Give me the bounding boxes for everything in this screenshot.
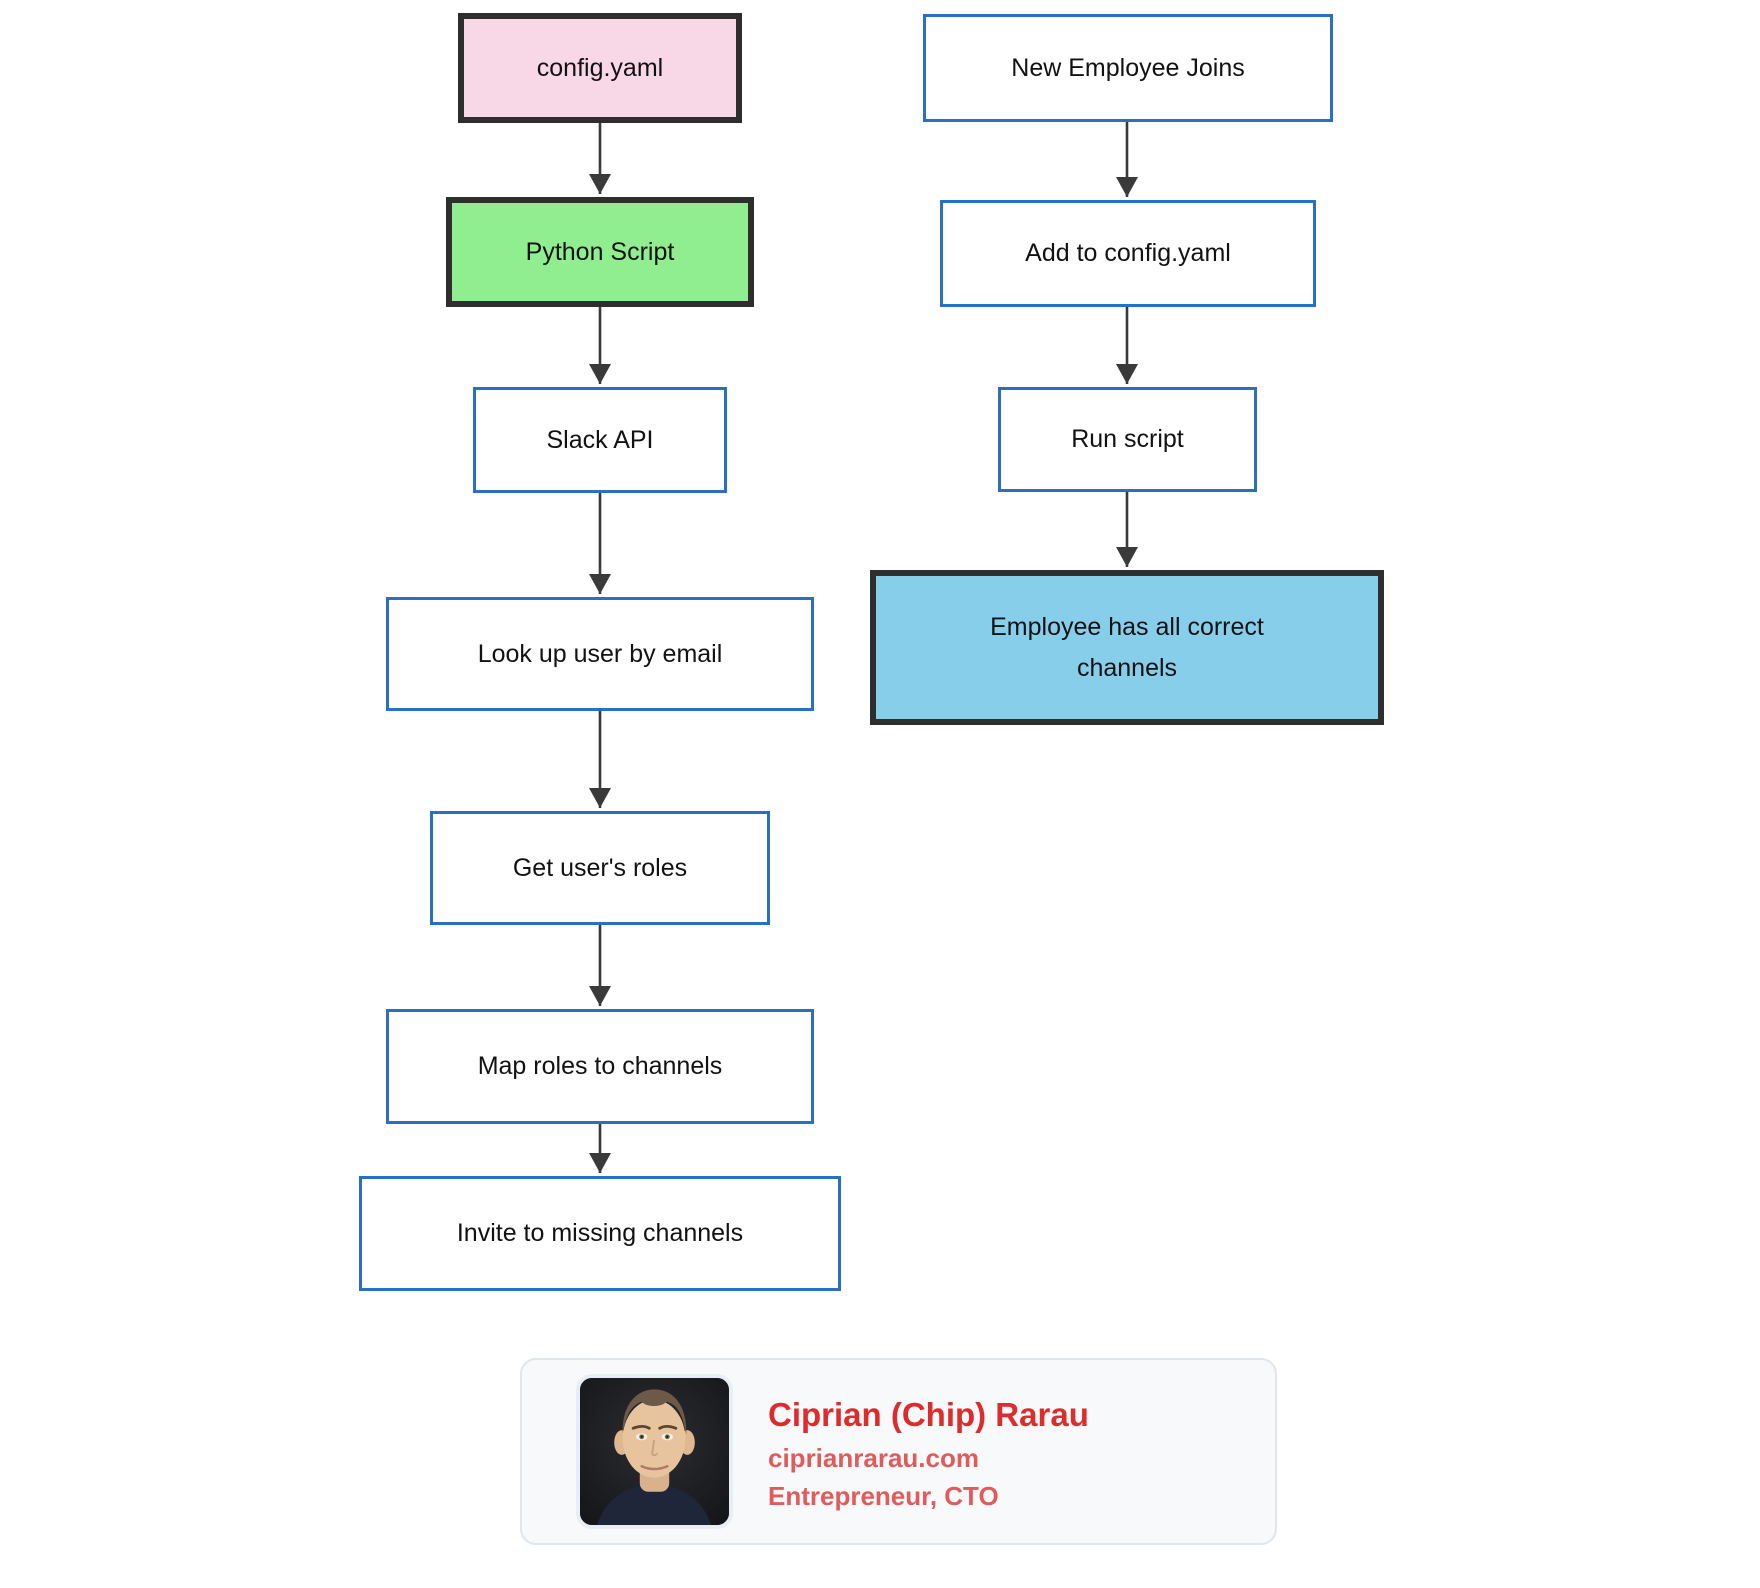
node-label: Invite to missing channels [456, 1219, 744, 1248]
node-python-script: Python Script [446, 197, 754, 307]
portrait-illustration [580, 1378, 729, 1525]
node-invite-to-missing-channels: Invite to missing channels [359, 1176, 841, 1291]
node-label: Python Script [525, 237, 675, 266]
node-slack-api: Slack API [473, 387, 727, 493]
node-label: config.yaml [536, 53, 664, 82]
node-label: Get user's roles [512, 853, 688, 882]
node-lookup-user-by-email: Look up user by email [386, 597, 814, 711]
node-get-users-roles: Get user's roles [430, 811, 770, 925]
node-map-roles-to-channels: Map roles to channels [386, 1009, 814, 1124]
node-label: Look up user by email [477, 639, 723, 668]
author-name: Ciprian (Chip) Rarau [768, 1396, 1089, 1433]
node-label: Map roles to channels [477, 1052, 723, 1081]
node-run-script: Run script [998, 387, 1257, 492]
node-add-to-config-yaml: Add to config.yaml [940, 200, 1316, 307]
author-website-link[interactable]: ciprianrarau.com [768, 1443, 979, 1473]
node-label: Slack API [546, 425, 654, 454]
author-photo [576, 1374, 733, 1529]
node-new-employee-joins: New Employee Joins [923, 14, 1333, 122]
author-card: Ciprian (Chip) Rarau ciprianrarau.com En… [520, 1358, 1277, 1545]
node-config-yaml: config.yaml [458, 13, 742, 123]
author-title: Entrepreneur, CTO [768, 1481, 999, 1511]
node-label: Add to config.yaml [1025, 239, 1231, 268]
node-label: New Employee Joins [1011, 53, 1245, 82]
node-label: Run script [1071, 425, 1184, 454]
node-employee-has-all-correct-channels: Employee has all correct channels [870, 570, 1384, 725]
author-text-block: Ciprian (Chip) Rarau ciprianrarau.com En… [768, 1398, 1089, 1509]
node-label: Employee has all correct channels [990, 613, 1264, 682]
